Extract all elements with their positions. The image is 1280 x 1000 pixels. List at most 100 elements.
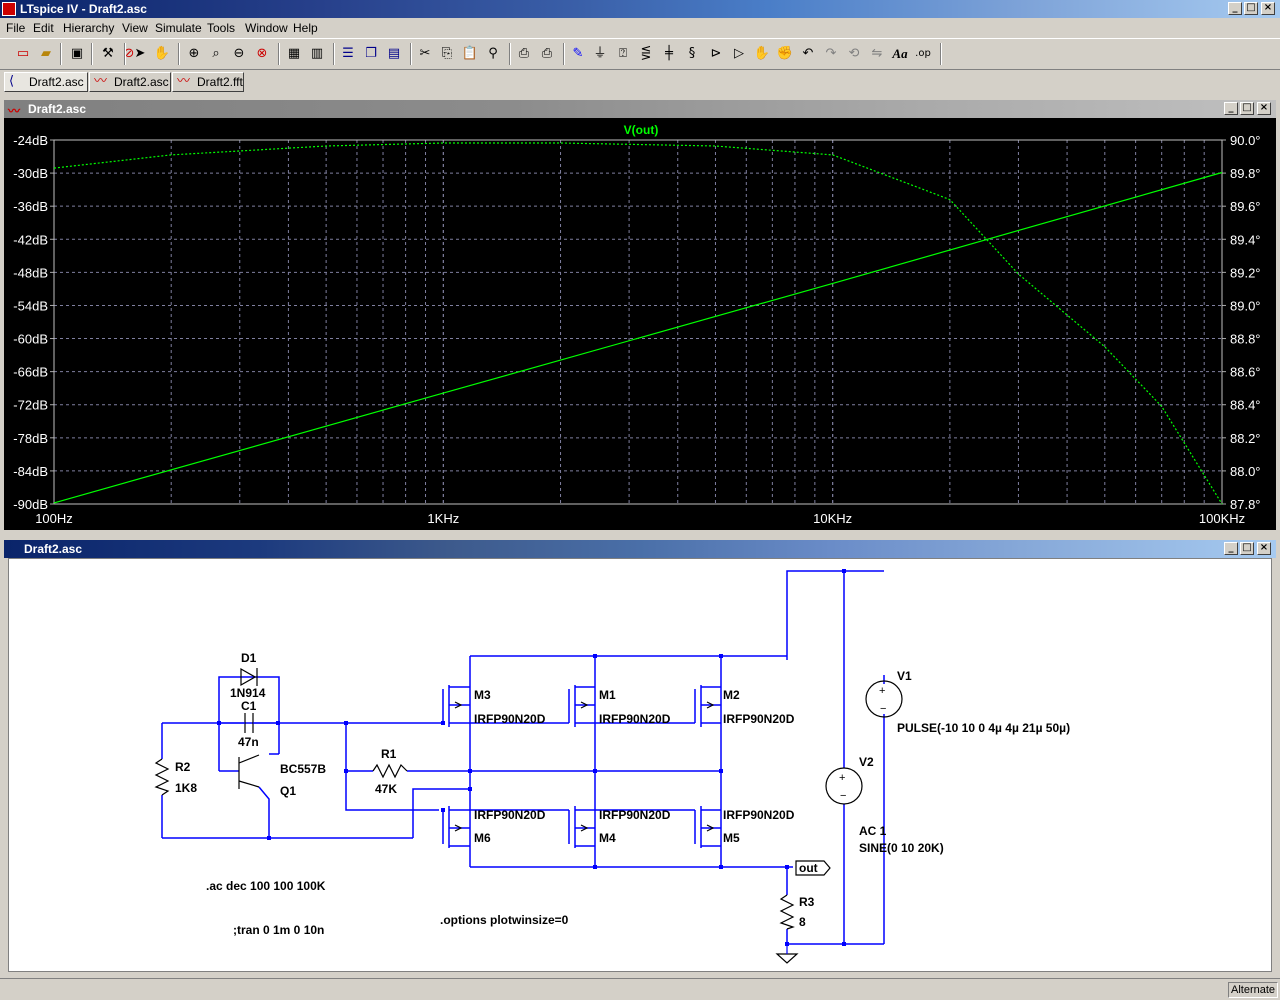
waveform-icon: 〰 bbox=[94, 74, 108, 89]
m6-value-label: IRFP90N20D bbox=[474, 808, 546, 822]
tab-label: Draft2.fft bbox=[197, 75, 243, 89]
menu-edit[interactable]: Edit bbox=[33, 21, 54, 35]
svg-text:−: − bbox=[840, 790, 846, 802]
y-right-tick-label: 89.8° bbox=[1230, 166, 1261, 181]
schematic-window-title: Draft2.asc bbox=[24, 542, 83, 556]
plot-maximize-button[interactable]: □ bbox=[1240, 102, 1254, 115]
control-panel-hammer-icon[interactable]: ⚒ bbox=[102, 46, 114, 61]
schematic-minimize-button[interactable]: _ bbox=[1224, 542, 1238, 555]
toolbar-separator bbox=[178, 43, 180, 65]
r3-ref-label: R3 bbox=[799, 895, 815, 909]
schematic-maximize-button[interactable]: □ bbox=[1240, 542, 1254, 555]
source-symbols: + − + − bbox=[839, 685, 886, 802]
options-directive: .options plotwinsize=0 bbox=[440, 913, 569, 927]
schematic-canvas[interactable]: + − + − bbox=[8, 558, 1272, 972]
plot-close-button[interactable]: × bbox=[1257, 102, 1271, 115]
undo-icon[interactable]: ↶ bbox=[802, 46, 814, 61]
zoom-fit-icon[interactable]: ⌕ bbox=[212, 46, 220, 61]
components bbox=[154, 667, 903, 964]
y-left-tick-label: -60dB bbox=[13, 332, 48, 347]
menu-file[interactable]: File bbox=[6, 21, 26, 35]
tab-draft2-waveform[interactable]: 〰 Draft2.asc bbox=[89, 72, 171, 92]
menu-tools[interactable]: Tools bbox=[207, 21, 236, 35]
pan-hand-icon[interactable]: ✋ bbox=[153, 46, 171, 61]
m5-ref-label: M5 bbox=[723, 831, 740, 845]
ground-icon[interactable]: ⏚ bbox=[593, 46, 607, 61]
save-icon[interactable]: ▣ bbox=[70, 46, 84, 61]
schematic-close-button[interactable]: × bbox=[1257, 542, 1271, 555]
menu-hierarchy[interactable]: Hierarchy bbox=[63, 21, 115, 35]
m5-value-label: IRFP90N20D bbox=[723, 808, 795, 822]
tab-draft2-fft[interactable]: 〰 Draft2.fft bbox=[172, 72, 244, 92]
schematic-window: Draft2.asc _ □ × bbox=[4, 540, 1276, 974]
menu-view[interactable]: View bbox=[122, 21, 148, 35]
spice-directive-icon[interactable]: .op bbox=[915, 48, 931, 59]
r1-ref-label: R1 bbox=[381, 747, 397, 761]
y-left-tick-label: -42dB bbox=[13, 232, 48, 247]
svg-text:+: + bbox=[839, 772, 845, 784]
copy-icon[interactable]: ⎘ bbox=[441, 46, 453, 61]
draw-wire-icon[interactable]: ✎ bbox=[572, 46, 584, 61]
diode-icon[interactable]: ⊳ bbox=[710, 46, 722, 61]
cut-icon[interactable]: ✂ bbox=[419, 46, 431, 61]
tile-horizontal-icon[interactable]: ☰ bbox=[342, 46, 354, 61]
maximize-button[interactable]: □ bbox=[1244, 2, 1258, 15]
d1-ref-label: D1 bbox=[241, 651, 257, 665]
minimize-button[interactable]: _ bbox=[1228, 2, 1242, 15]
print-icon[interactable]: ⎙ bbox=[541, 46, 553, 61]
tile-vertical-icon[interactable]: ▤ bbox=[387, 46, 401, 61]
find-binoculars-icon[interactable]: ⚲ bbox=[488, 46, 498, 61]
resistor-icon[interactable]: ⋚ bbox=[640, 46, 652, 61]
toolbar-separator bbox=[278, 43, 280, 65]
print-preview-icon[interactable]: ⎙ bbox=[518, 46, 530, 61]
capacitor-icon[interactable]: ╪ bbox=[665, 46, 673, 61]
y-right-tick-label: 89.2° bbox=[1230, 265, 1261, 280]
plot-window-title: Draft2.asc bbox=[28, 102, 87, 116]
v2-ac-label: AC 1 bbox=[859, 824, 887, 838]
close-button[interactable]: × bbox=[1261, 2, 1275, 15]
drag-hand-icon[interactable]: ✊ bbox=[776, 46, 794, 61]
svg-text:+: + bbox=[879, 685, 885, 697]
text-icon[interactable]: Aa bbox=[892, 46, 908, 61]
m2-ref-label: M2 bbox=[723, 688, 740, 702]
run-icon[interactable]: ➤ bbox=[134, 46, 146, 61]
app-title-bar: LTspice IV - Draft2.asc _ □ × bbox=[0, 0, 1280, 18]
v1-value-label: PULSE(-10 10 0 4µ 4µ 21µ 50µ) bbox=[897, 721, 1070, 735]
y-left-tick-label: -90dB bbox=[13, 497, 48, 512]
menu-simulate[interactable]: Simulate bbox=[155, 21, 202, 35]
x-tick-label: 1KHz bbox=[427, 511, 459, 526]
zoom-out-icon[interactable]: ⊖ bbox=[233, 46, 245, 61]
zoom-in-icon[interactable]: ⊕ bbox=[188, 46, 200, 61]
schematic-window-titlebar: Draft2.asc _ □ × bbox=[4, 540, 1276, 558]
q1-ref-label: Q1 bbox=[280, 784, 296, 798]
component-icon[interactable]: ▷ bbox=[734, 46, 744, 61]
move-hand-icon[interactable]: ✋ bbox=[753, 46, 771, 61]
paste-icon[interactable]: 📋 bbox=[461, 46, 479, 61]
plot-minimize-button[interactable]: _ bbox=[1224, 102, 1238, 115]
tab-draft2-schematic[interactable]: ⟨ Draft2.asc bbox=[4, 72, 88, 92]
rotate-icon[interactable]: ⟲ bbox=[848, 46, 860, 61]
fft-icon[interactable]: ▥ bbox=[310, 46, 324, 61]
zoom-cancel-icon[interactable]: ⊗ bbox=[256, 46, 268, 61]
toolbar-separator bbox=[333, 43, 335, 65]
trace-label: V(out) bbox=[624, 123, 659, 137]
menu-window[interactable]: Window bbox=[245, 21, 288, 35]
label-net-icon[interactable]: ⍰ bbox=[619, 46, 627, 61]
menu-help[interactable]: Help bbox=[293, 21, 318, 35]
new-schematic-icon[interactable]: ▭ bbox=[16, 46, 30, 61]
inductor-icon[interactable]: § bbox=[688, 46, 696, 61]
mirror-icon[interactable]: ⇋ bbox=[871, 46, 883, 61]
autorange-icon[interactable]: ▦ bbox=[287, 46, 301, 61]
redo-icon[interactable]: ↷ bbox=[825, 46, 837, 61]
cascade-icon[interactable]: ❐ bbox=[365, 46, 377, 61]
ltspice-app-icon bbox=[2, 2, 16, 16]
schematic-icon: ⟨ bbox=[9, 74, 15, 89]
y-right-tick-label: 89.6° bbox=[1230, 199, 1261, 214]
schematic-drawing[interactable]: + − + − bbox=[9, 559, 1273, 973]
halt-icon[interactable]: ⊘ bbox=[123, 46, 135, 61]
m2-value-label: IRFP90N20D bbox=[723, 712, 795, 726]
open-folder-icon[interactable]: ▰ bbox=[41, 46, 51, 61]
toolbar-separator bbox=[563, 43, 565, 65]
